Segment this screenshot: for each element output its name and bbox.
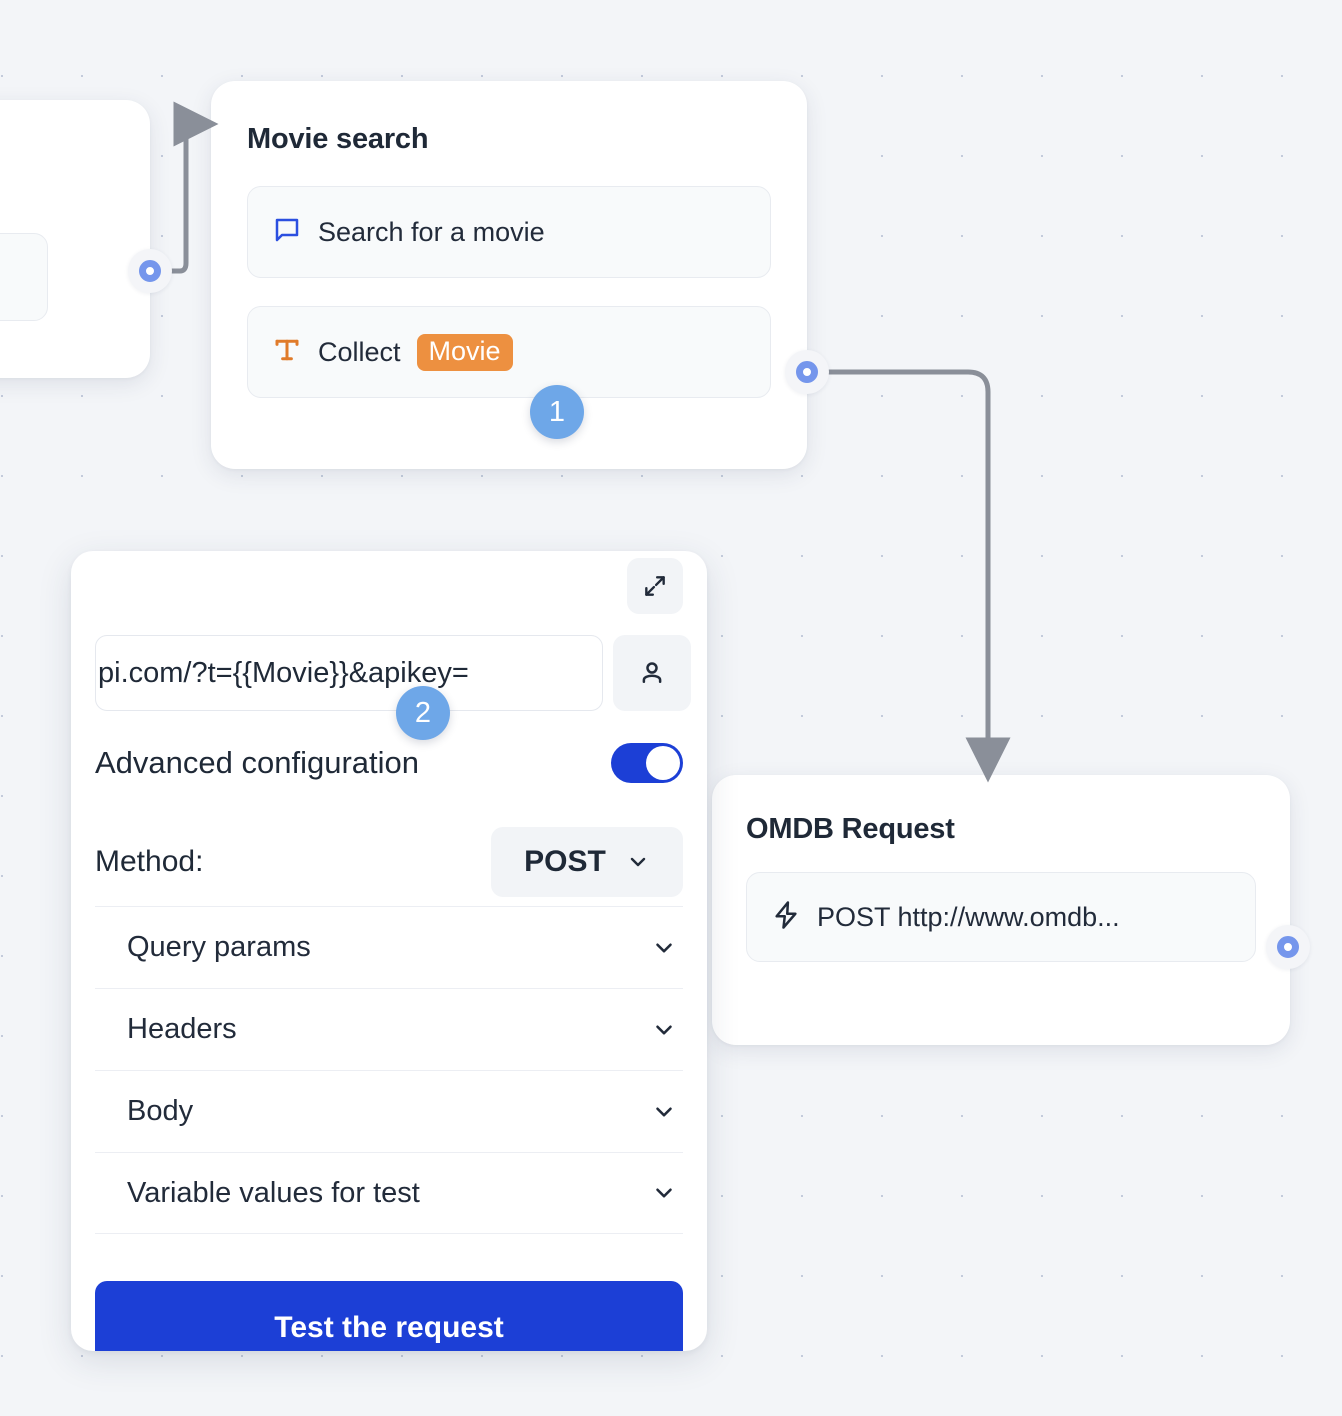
lightning-bolt-icon [771,900,801,935]
accordion-label: Query params [127,931,311,963]
user-identity-button[interactable] [613,635,691,711]
connector-handle-partial-node[interactable] [128,249,172,293]
method-row: Method: POST [95,827,683,897]
accordion-label: Body [127,1095,194,1127]
node-partial-row[interactable] [0,233,48,321]
chevron-down-icon [651,1099,677,1125]
chevron-down-icon [651,1180,677,1206]
chevron-down-icon [651,1017,677,1043]
http-request-config-panel[interactable]: pi.com/?t={{Movie}}&apikey= Advanced con… [71,551,707,1351]
advanced-configuration-label: Advanced configuration [95,745,420,780]
step-badge-1: 1 [530,385,584,439]
node-card-partial[interactable] [0,100,150,378]
text-field-icon [272,335,302,370]
edge-movie-search-to-omdb [826,369,1011,783]
url-row: pi.com/?t={{Movie}}&apikey= [95,635,691,711]
edge-partial-to-movie-search [169,101,219,274]
chevron-down-icon [626,850,650,874]
node-title-omdb-request: OMDB Request [746,813,955,845]
node-row-omdb-post-request[interactable]: POST http://www.omdb... [746,872,1256,962]
message-bubble-icon [272,215,302,250]
request-sections-accordion: Query params Headers Body [95,906,683,1234]
node-title-movie-search: Movie search [247,123,429,155]
request-url-value: pi.com/?t={{Movie}}&apikey= [98,656,469,689]
request-url-input[interactable]: pi.com/?t={{Movie}}&apikey= [95,635,603,711]
node-row-label: Search for a movie [318,216,545,247]
accordion-label: Headers [127,1013,237,1045]
node-card-omdb-request[interactable]: OMDB Request POST http://www.omdb... [712,775,1290,1045]
advanced-configuration-toggle[interactable] [611,743,683,783]
accordion-item-query-params[interactable]: Query params [95,906,683,988]
node-row-collect-movie[interactable]: Collect Movie [247,306,771,398]
variable-chip-movie[interactable]: Movie [416,333,513,371]
connector-handle-omdb-output[interactable] [1266,925,1310,969]
chevron-down-icon [651,935,677,961]
accordion-item-variable-values-for-test[interactable]: Variable values for test [95,1152,683,1234]
node-card-movie-search[interactable]: Movie search Search for a movie Collect … [211,81,807,469]
accordion-label: Variable values for test [127,1176,420,1209]
step-badge-2: 2 [396,686,450,740]
accordion-item-headers[interactable]: Headers [95,988,683,1070]
method-selected-value: POST [524,845,606,878]
test-the-request-button[interactable]: Test the request [95,1281,683,1351]
accordion-item-body[interactable]: Body [95,1070,683,1152]
node-row-label: POST http://www.omdb... [817,901,1120,932]
connector-handle-movie-search-output[interactable] [785,350,829,394]
method-label: Method: [95,845,204,878]
expand-panel-button[interactable] [627,558,683,614]
node-row-label: Collect [318,336,401,367]
advanced-configuration-row: Advanced configuration [95,743,683,783]
node-row-search-for-a-movie[interactable]: Search for a movie [247,186,771,278]
method-select[interactable]: POST [491,827,683,897]
